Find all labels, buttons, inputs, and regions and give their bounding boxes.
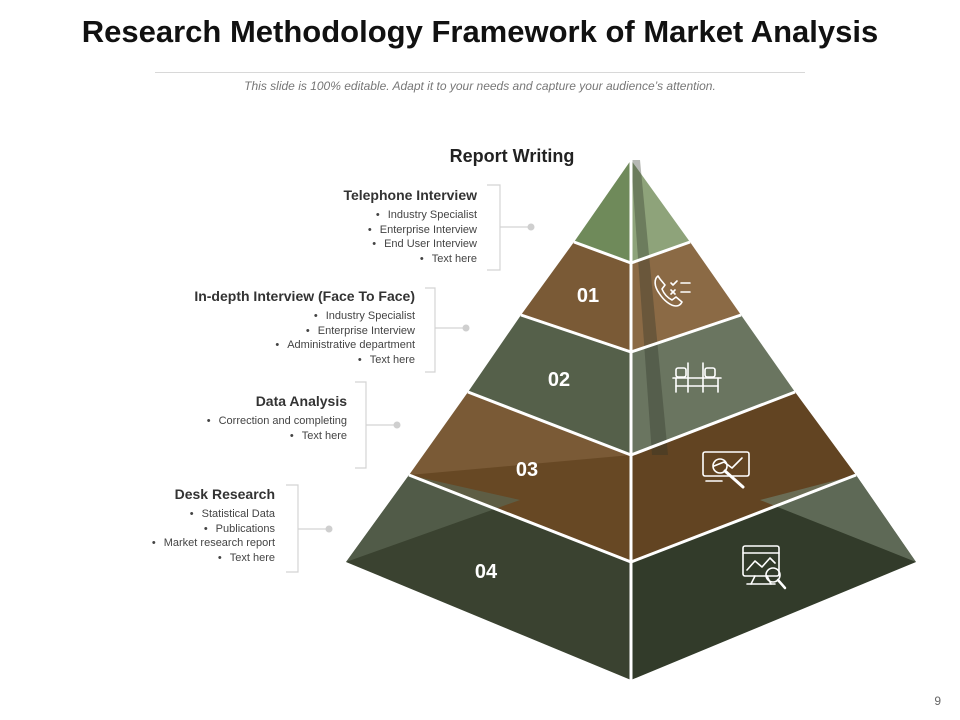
- slide-title: Research Methodology Framework of Market…: [81, 14, 879, 49]
- list-item: Market research report: [152, 536, 275, 551]
- bracket-data-analysis: [355, 381, 396, 469]
- slide-subtitle: This slide is 100% editable. Adapt it to…: [244, 79, 716, 93]
- list-item: Industry Specialist: [343, 208, 477, 223]
- list-item: Administrative department: [194, 338, 415, 353]
- layer-number-01: 01: [577, 285, 599, 307]
- ray-highlight: [631, 160, 668, 455]
- list-item: Text here: [152, 551, 275, 566]
- bracket-telephone-interview: [487, 184, 530, 271]
- layer-number-02: 02: [548, 369, 570, 391]
- layer-01-left: [521, 242, 631, 352]
- layer-04-side-light-left: [346, 475, 520, 562]
- connector-dot-1: [527, 223, 535, 231]
- layer-number-03: 03: [516, 459, 538, 481]
- callout-heading: Data Analysis: [255, 393, 347, 409]
- callout-telephone-interview: Telephone Interview Industry Specialist …: [343, 187, 477, 266]
- apex-label-report-writing: Report Writing: [449, 146, 575, 166]
- callout-brackets: [286, 184, 530, 573]
- callout-data-analysis: Data Analysis Correction and completing …: [207, 393, 347, 443]
- callout-heading: Telephone Interview: [343, 187, 477, 203]
- list-item: Publications: [152, 522, 275, 537]
- list-item: Enterprise Interview: [194, 324, 415, 339]
- connector-dot-4: [325, 525, 333, 533]
- data-analysis-screen-icon: [702, 451, 750, 489]
- list-item: Text here: [207, 429, 347, 444]
- layer-02-left: [468, 315, 631, 455]
- meeting-table-icon: [672, 362, 722, 393]
- callout-desk-research: Desk Research Statistical Data Publicati…: [152, 486, 275, 565]
- layer-02-right: [631, 315, 795, 455]
- desk-research-monitor-icon: [742, 545, 787, 590]
- list-item: Enterprise Interview: [343, 223, 477, 238]
- page-number: 9: [934, 694, 941, 708]
- telephone-checklist-icon: [654, 275, 691, 307]
- list-item: Statistical Data: [152, 507, 275, 522]
- callout-heading: Desk Research: [174, 486, 275, 502]
- bracket-desk-research: [286, 484, 328, 573]
- list-item: End User Interview: [343, 237, 477, 252]
- layer-number-04: 04: [475, 561, 498, 583]
- layer-separators: [408, 160, 857, 680]
- callout-heading: In-depth Interview (Face To Face): [194, 288, 415, 304]
- list-item: Correction and completing: [207, 414, 347, 429]
- layer-apex-left: [574, 160, 631, 263]
- title-divider: [155, 72, 805, 73]
- list-item: Text here: [343, 252, 477, 267]
- layer-apex-right: [631, 160, 690, 263]
- list-item: Industry Specialist: [194, 309, 415, 324]
- callout-in-depth-interview: In-depth Interview (Face To Face) Indust…: [194, 288, 415, 367]
- layer-01-right: [631, 242, 741, 352]
- list-item: Text here: [194, 353, 415, 368]
- connector-dot-3: [393, 421, 401, 429]
- connector-dot-2: [462, 324, 470, 332]
- bracket-in-depth-interview: [425, 287, 465, 373]
